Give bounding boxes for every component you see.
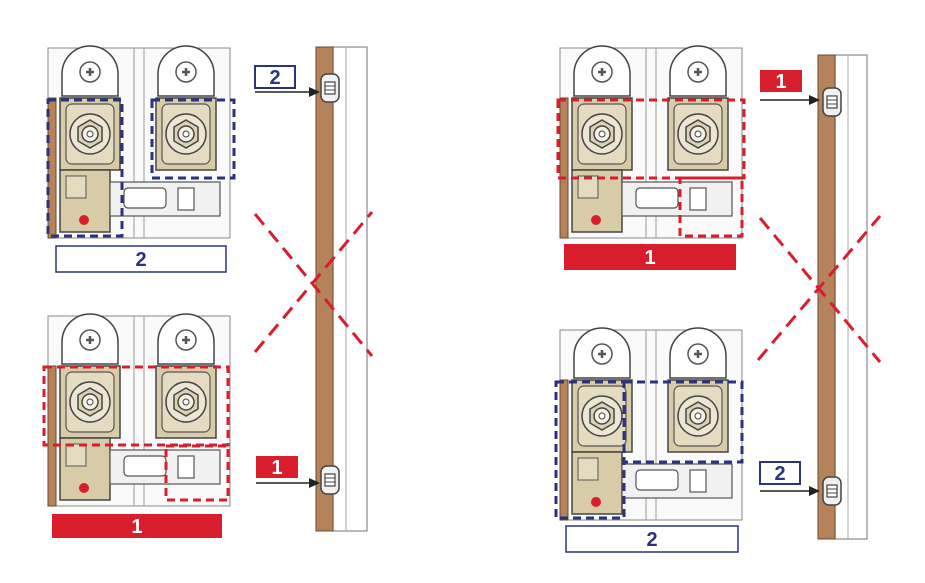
left-door-panel: [315, 46, 368, 532]
left-top-highlight: [46, 98, 236, 238]
right-bottom-highlight: [554, 380, 744, 520]
right-bottom-callout: 2: [759, 461, 820, 496]
left-top-label-box: 2: [55, 245, 227, 273]
left-top-hinge-module: [48, 46, 230, 238]
right-top-hinge-module: [560, 46, 742, 238]
left-bottom-hinge-module: [48, 314, 230, 506]
label-r-top: 1: [644, 247, 655, 269]
arrow-icon: [309, 87, 320, 97]
left-top-label: 2: [135, 249, 146, 271]
label-r-bot: 2: [646, 529, 657, 551]
label-r-call-top: 1: [775, 71, 786, 93]
left-bottom-label: 1: [131, 516, 142, 538]
concealed-hinge-icon: [320, 465, 340, 495]
label-l-call-top: 2: [269, 67, 280, 89]
right-top-highlight: [556, 98, 746, 238]
arrow-icon: [809, 95, 820, 105]
right-cross-mark: [756, 215, 882, 363]
right-bottom-hinge-module: [560, 328, 742, 520]
left-top-callout: 2: [254, 65, 320, 97]
arrow-icon: [809, 486, 820, 496]
right-top-label-box: 1: [564, 244, 736, 270]
arrow-icon: [309, 478, 320, 488]
label-r-call-bot: 2: [774, 463, 785, 485]
label-l-call-bot: 1: [271, 457, 282, 479]
left-bottom-callout: 1: [256, 456, 320, 488]
left-bottom-label-box: 1: [52, 514, 222, 538]
right-top-callout: 1: [760, 70, 820, 105]
concealed-hinge-icon: [822, 87, 842, 117]
right-door-panel: [817, 54, 868, 540]
concealed-hinge-icon: [822, 476, 842, 506]
left-bottom-highlight: [42, 365, 230, 502]
left-cross-mark: [253, 211, 374, 357]
right-bottom-label-box: 2: [565, 525, 739, 553]
concealed-hinge-icon: [320, 73, 340, 103]
